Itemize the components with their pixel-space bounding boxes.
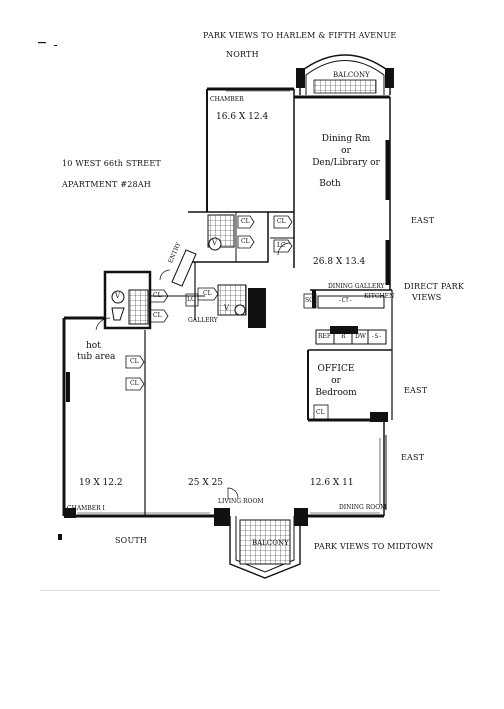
dining-line-2: or bbox=[341, 146, 351, 156]
balcony-south bbox=[229, 516, 301, 579]
exterior-walls bbox=[62, 87, 393, 518]
closet-label-6: CL bbox=[203, 290, 212, 297]
living-room-label: LIVING ROOM bbox=[218, 498, 264, 505]
address-line-1: 10 WEST 66th STREET bbox=[62, 159, 161, 168]
east-label-1: EAST bbox=[411, 216, 435, 225]
closet-label-8: CL bbox=[130, 380, 139, 387]
park-views-south-label: PARK VIEWS TO MIDTOWN bbox=[314, 542, 434, 551]
scan-marks bbox=[38, 42, 440, 591]
hot-tub-line-1: hot bbox=[86, 341, 101, 351]
dining-line-3: Den/Library or bbox=[312, 158, 380, 168]
chamber-top-dims: 16.6 X 12.4 bbox=[216, 112, 269, 122]
office-line-3: Bedroom bbox=[315, 388, 357, 398]
toilet-label-1: V bbox=[212, 239, 218, 247]
dishwasher-label: DW bbox=[355, 333, 366, 340]
dining-gallery-label: DINING GALLERY bbox=[328, 283, 385, 290]
door-swings bbox=[95, 242, 291, 500]
office-closet-label: CL bbox=[316, 409, 325, 416]
counter-label: -CT- bbox=[338, 297, 353, 304]
park-views-north-label: PARK VIEWS TO HARLEM & FIFTH AVENUE bbox=[203, 31, 397, 40]
living-room-dims: 25 X 25 bbox=[188, 478, 224, 488]
closet-label-2: CL bbox=[241, 238, 250, 245]
closet-label-3: CL bbox=[277, 218, 286, 225]
sink-label: -S- bbox=[371, 333, 382, 340]
hot-tub-line-2: tub area bbox=[77, 352, 116, 362]
wall-blocks bbox=[64, 288, 388, 526]
balcony-south-label: BALCONY bbox=[252, 539, 289, 547]
toilet-label-3: V bbox=[224, 304, 230, 312]
windows bbox=[77, 90, 381, 514]
dining-line-4: Both bbox=[319, 179, 341, 189]
entry bbox=[171, 249, 197, 287]
bath-upper-right bbox=[207, 214, 235, 251]
chamber-left-dims: 19 X 12.2 bbox=[79, 478, 123, 488]
office-line-2: or bbox=[331, 376, 341, 386]
toilet-label-2: V bbox=[115, 292, 121, 300]
fixture-boxes bbox=[125, 215, 329, 420]
closet-label-1: CL bbox=[241, 218, 250, 225]
refrigerator-label: REF bbox=[318, 333, 332, 340]
bath-gallery bbox=[217, 284, 247, 316]
chamber-left-label: CHAMBER I bbox=[67, 505, 105, 512]
chamber-top-label: CHAMBER bbox=[210, 96, 244, 103]
dining-room-dims: 12.6 X 11 bbox=[310, 478, 354, 488]
linen-closet-label-1: LC bbox=[277, 242, 286, 249]
south-label: SOUTH bbox=[115, 536, 148, 545]
kitchen-label: KITCHEN bbox=[364, 293, 395, 300]
east-label-2: EAST bbox=[404, 386, 428, 395]
closet-label-4: CL bbox=[153, 292, 162, 299]
balcony-north bbox=[296, 54, 394, 95]
closet-label-5: CL bbox=[153, 312, 162, 319]
range-label: R bbox=[341, 333, 346, 340]
kitchen-counter bbox=[315, 295, 387, 345]
dining-room-label: DINING ROOM bbox=[339, 504, 387, 511]
bath-left bbox=[111, 289, 149, 325]
gallery-label: GALLERY bbox=[188, 317, 218, 324]
east-label-3: EAST bbox=[401, 453, 425, 462]
office-line-1: OFFICE bbox=[317, 364, 355, 374]
closet-label-7: CL bbox=[130, 358, 139, 365]
service-closet-label: SC bbox=[305, 297, 314, 304]
dining-dims: 26.8 X 13.4 bbox=[313, 257, 366, 267]
dining-line-1: Dining Rm bbox=[321, 134, 371, 144]
linen-closet-label-2: LC bbox=[187, 296, 196, 303]
address-line-2: APARTMENT #28AH bbox=[62, 180, 151, 189]
direct-park-label-2: VIEWS bbox=[412, 293, 442, 302]
direct-park-label-1: DIRECT PARK bbox=[404, 282, 465, 291]
balcony-north-label: BALCONY bbox=[333, 71, 370, 79]
north-label: NORTH bbox=[226, 50, 259, 59]
